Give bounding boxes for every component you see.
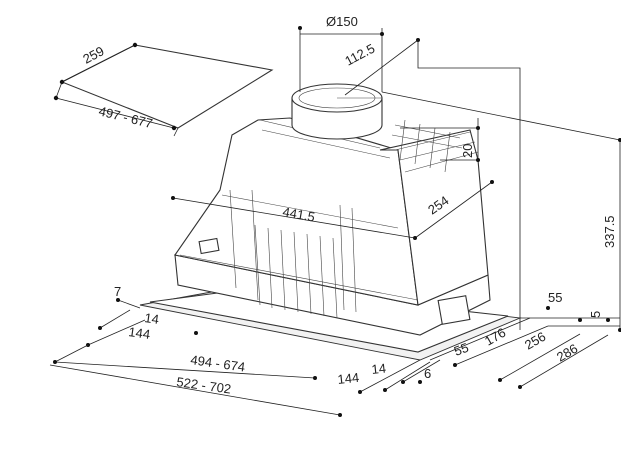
dim-right-256: 256 <box>522 329 548 353</box>
dim-diameter-outlet: Ø150 <box>326 14 358 29</box>
dim-right-55-top: 55 <box>548 290 562 305</box>
dim-bottom-6: 6 <box>424 366 431 381</box>
outlet-collar <box>291 83 383 140</box>
dim-outer-width: 522 - 702 <box>176 374 232 396</box>
dim-bottom-144: 144 <box>337 370 360 387</box>
dim-flange-left-14: 14 <box>144 310 160 327</box>
dim-collar-height: 20 <box>460 144 475 158</box>
cutout-template <box>53 42 274 137</box>
hood-body <box>139 117 522 361</box>
dimension-lines <box>49 26 621 417</box>
dim-flange-left-7: 7 <box>114 284 121 299</box>
dim-right-55: 55 <box>452 340 471 359</box>
dim-bottom-width: 494 - 674 <box>190 352 246 374</box>
dim-outlet-offset: 112.5 <box>342 41 377 69</box>
dim-total-height: 337.5 <box>602 215 617 248</box>
dim-flange-left-144: 144 <box>128 324 152 342</box>
dim-right-5: 5 <box>588 311 603 318</box>
dim-body-width: 441.5 <box>281 204 316 224</box>
dim-right-286: 286 <box>554 341 580 365</box>
dim-bottom-14: 14 <box>371 361 387 377</box>
